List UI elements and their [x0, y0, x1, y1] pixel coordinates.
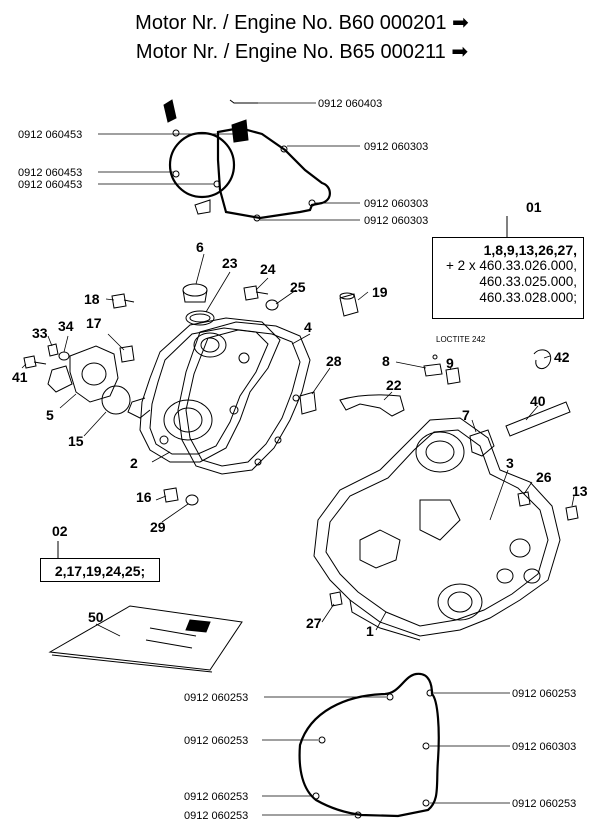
ref-bottom-f: 0912 060253 [512, 798, 576, 810]
callout-19: 19 [372, 284, 388, 300]
callout-40: 40 [530, 393, 546, 409]
callout-7: 7 [462, 407, 470, 423]
group01-line3: 460.33.025.000, [479, 274, 577, 289]
group01-line4: 460.33.028.000; [479, 290, 577, 305]
cover-gasket-bottom-holes [312, 689, 434, 819]
group01-line2: + 2 x 460.33.026.000, [446, 258, 577, 273]
callout-25: 25 [290, 279, 306, 295]
callout-8: 8 [382, 353, 390, 369]
callout-6: 6 [196, 239, 204, 255]
ref-bottom-a: 0912 060253 [184, 692, 248, 704]
callout-23: 23 [222, 255, 238, 271]
callout-17: 17 [86, 315, 102, 331]
callout-01: 01 [526, 199, 542, 215]
ref-bottom-b: 0912 060253 [512, 688, 576, 700]
ref-bottom-g: 0912 060253 [184, 810, 248, 822]
callout-3: 3 [506, 455, 514, 471]
group01-line1: 1,8,9,13,26,27, [483, 242, 577, 258]
callout-9: 9 [446, 355, 454, 371]
ref-top-e: 0912 060453 [18, 179, 82, 191]
arrow-right-icon: ➡ [452, 12, 469, 34]
callout-29: 29 [150, 519, 166, 535]
callout-5: 5 [46, 407, 54, 423]
engine-number-text-2: Motor Nr. / Engine No. B65 000211 [135, 41, 446, 63]
callout-leaders [21, 253, 575, 637]
ref-top-f: 0912 060303 [364, 198, 428, 210]
callout-13: 13 [572, 483, 588, 499]
small-parts [23, 283, 579, 607]
crankcase [313, 417, 561, 641]
engine-number-line-1: Motor Nr. / Engine No. B60 000201 ➡ [0, 10, 604, 35]
leader-lines-top [98, 102, 360, 221]
part-number-labels: 0912 060403 0912 060453 0912 060303 0912… [18, 98, 576, 822]
ref-top-c: 0912 060303 [364, 141, 428, 153]
callout-42: 42 [554, 349, 570, 365]
group02-parts: 2,17,19,24,25; [54, 563, 146, 579]
loctite-label: LOCTITE 242 [436, 335, 486, 344]
clutch-cover-gasket [177, 321, 311, 475]
callout-2: 2 [130, 455, 138, 471]
cover-gasket-bottom [298, 672, 440, 818]
ref-bottom-e: 0912 060253 [184, 791, 248, 803]
engine-number-text-1: Motor Nr. / Engine No. B60 000201 [135, 12, 447, 34]
callout-22: 22 [386, 377, 402, 393]
callout-41: 41 [12, 369, 28, 385]
callout-28: 28 [326, 353, 342, 369]
callout-16: 16 [136, 489, 152, 505]
callout-02: 02 [52, 523, 68, 539]
ref-top-g: 0912 060303 [364, 215, 428, 227]
callout-4: 4 [304, 319, 312, 335]
cover-gasket-top [168, 126, 331, 220]
callout-15: 15 [68, 433, 84, 449]
callout-50: 50 [88, 609, 104, 625]
clutch-cover [127, 317, 281, 463]
callout-18: 18 [84, 291, 100, 307]
ref-top-d: 0912 060453 [18, 167, 82, 179]
ref-top-a: 0912 060403 [318, 98, 382, 110]
callout-34: 34 [58, 318, 74, 334]
parts-group-02-box: 2,17,19,24,25; [40, 558, 160, 582]
ref-bottom-d: 0912 060303 [512, 741, 576, 753]
parts-group-01-box: 1,8,9,13,26,27, + 2 x 460.33.026.000, 46… [432, 237, 584, 319]
callout-24: 24 [260, 261, 276, 277]
leader-lines-bottom [262, 692, 510, 816]
callout-1: 1 [366, 623, 374, 639]
arrow-right-icon: ➡ [451, 41, 469, 63]
callout-26: 26 [536, 469, 552, 485]
manual-booklet [48, 605, 243, 673]
ref-bottom-c: 0912 060253 [184, 735, 248, 747]
callout-numbers: 01 02 6 23 24 25 19 18 17 33 34 41 5 15 … [12, 199, 588, 639]
cover-gasket-top-dowels [163, 99, 316, 222]
ref-top-b: 0912 060453 [18, 129, 82, 141]
callout-33: 33 [32, 325, 48, 341]
engine-number-line-2: Motor Nr. / Engine No. B65 000211 ➡ [0, 39, 604, 64]
callout-27: 27 [306, 615, 322, 631]
